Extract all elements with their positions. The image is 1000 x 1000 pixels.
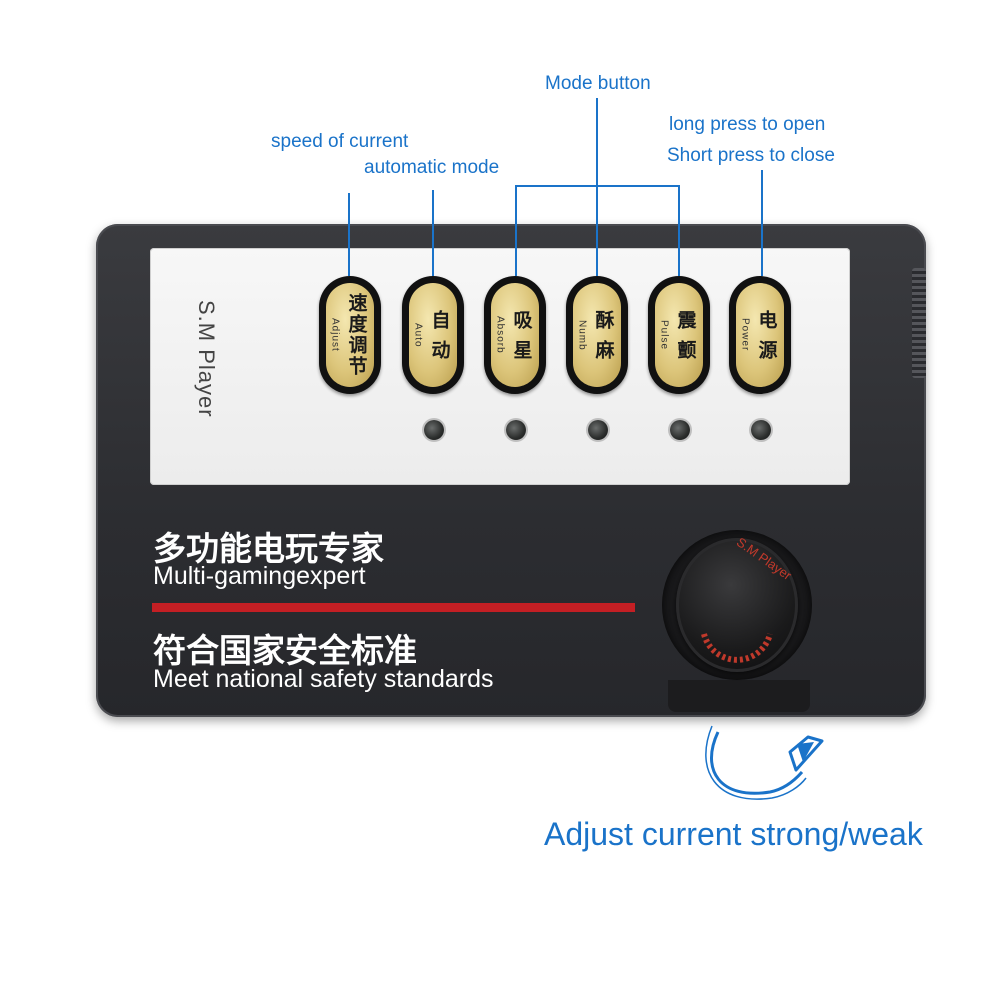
power-callout-line2: Short press to close	[667, 145, 835, 166]
pulse-button-cn: 震 颤	[674, 309, 697, 361]
knob-notch	[668, 680, 810, 712]
numb-button-cn: 酥 麻	[592, 309, 615, 361]
absorb-led	[506, 420, 526, 440]
auto-button-en: Auto	[412, 322, 424, 348]
auto-led	[424, 420, 444, 440]
adjust-button-en: Adjust	[329, 318, 341, 352]
numb-button[interactable]: 酥 麻 Numb	[566, 276, 628, 394]
intensity-knob[interactable]	[676, 538, 798, 672]
auto-button[interactable]: 自 动 Auto	[402, 276, 464, 394]
absorb-button-en: Absorb	[494, 316, 506, 354]
speed-callout: speed of current	[271, 131, 409, 152]
absorb-button-cn: 吸 星	[510, 309, 533, 361]
red-stripe	[152, 603, 635, 612]
pulse-button-en: Pulse	[658, 319, 670, 350]
power-button-cn: 电 源	[755, 309, 778, 361]
brand-label: S.M Player	[194, 300, 219, 418]
power-callout-line1: long press to open	[669, 114, 826, 135]
adjust-button-cn: 速度调节	[345, 293, 368, 377]
absorb-button[interactable]: 吸 星 Absorb	[484, 276, 546, 394]
adjust-button[interactable]: 速度调节 Adjust	[319, 276, 381, 394]
power-button-en: Power	[739, 318, 751, 352]
numb-button-en: Numb	[576, 319, 588, 351]
knob-caption: Adjust current strong/weak	[544, 816, 923, 852]
knob-scale-icon	[701, 633, 773, 663]
power-button[interactable]: 电 源 Power	[729, 276, 791, 394]
pulse-button[interactable]: 震 颤 Pulse	[648, 276, 710, 394]
rotate-arrow-icon	[705, 725, 824, 800]
slogan-en-2: Meet national safety standards	[153, 665, 494, 693]
numb-led	[588, 420, 608, 440]
pulse-led	[670, 420, 690, 440]
auto-button-cn: 自 动	[428, 309, 451, 361]
auto-callout: automatic mode	[364, 157, 500, 178]
slogan-cn-2: 符合国家安全标准	[153, 631, 417, 670]
side-grip	[912, 268, 926, 378]
power-led	[751, 420, 771, 440]
slogan-cn-1: 多功能电玩专家	[153, 529, 384, 568]
slogan-en-1: Multi-gamingexpert	[153, 562, 366, 590]
mode-callout: Mode button	[545, 73, 651, 94]
